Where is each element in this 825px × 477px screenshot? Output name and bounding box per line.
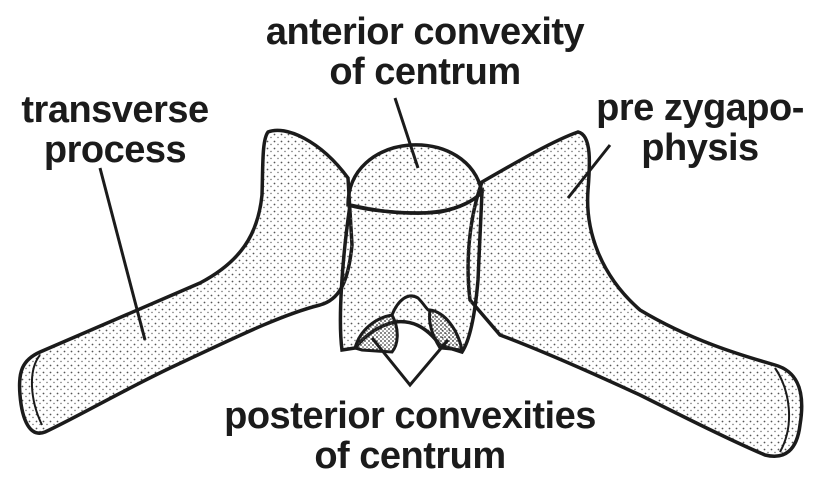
label-pre-zygapophysis: pre zygapo- physis [580,88,820,168]
label-posterior-convexities: posterior convexities of centrum [200,396,620,476]
label-posterior-line2: of centrum [200,436,620,476]
leader-transverse [100,168,145,340]
label-transverse-line1: transverse [20,90,210,130]
label-posterior-line1: posterior convexities [200,396,620,436]
label-transverse-process: transverse process [20,90,210,170]
label-anterior-line2: of centrum [240,52,610,92]
left-transverse-process [20,130,352,433]
label-transverse-line2: process [20,130,210,170]
label-prezyg-line2: physis [580,128,820,168]
label-anterior-line1: anterior convexity [240,12,610,52]
label-anterior-convexity: anterior convexity of centrum [240,12,610,92]
label-prezyg-line1: pre zygapo- [580,88,820,128]
centrum-body [340,192,482,352]
